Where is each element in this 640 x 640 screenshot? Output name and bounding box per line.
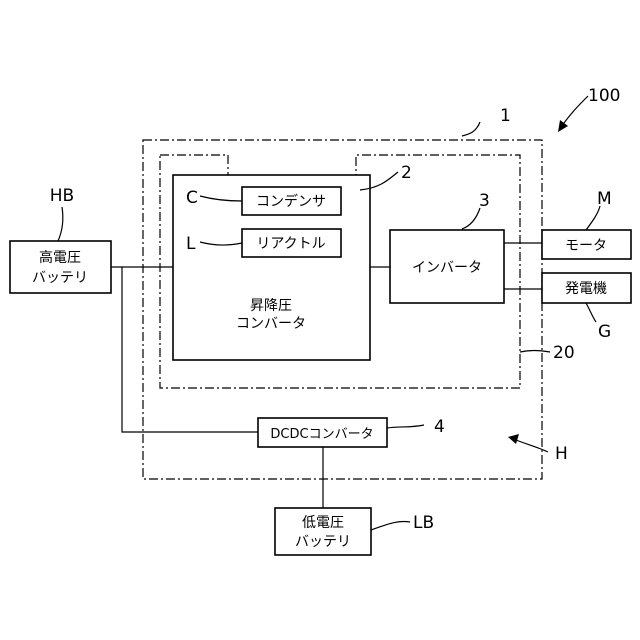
low-voltage-battery-line2: バッテリ (295, 534, 351, 550)
ref-m: M (597, 189, 612, 209)
ref-l: L (186, 234, 196, 254)
reactor-label: リアクトル (256, 236, 325, 252)
boost-converter-line1: 昇降圧 (250, 298, 292, 314)
arrow-100-head (558, 120, 568, 132)
leader-4 (387, 425, 424, 428)
leader-3 (462, 208, 480, 229)
leader-lb (371, 521, 410, 530)
ref-3: 3 (479, 191, 490, 211)
arrow-100-line (562, 96, 588, 126)
ref-c: C (186, 188, 198, 208)
ref-lb: LB (413, 513, 434, 533)
ref-4: 4 (434, 417, 445, 437)
high-voltage-battery-line1: 高電圧 (39, 249, 81, 266)
ref-1: 1 (500, 106, 511, 126)
high-voltage-battery-line2: バッテリ (32, 270, 88, 286)
leader-g (586, 303, 596, 322)
boost-converter-line2: コンバータ (236, 316, 306, 332)
generator-label: 発電機 (565, 281, 607, 297)
dcdc-converter-label: DCDCコンバータ (270, 427, 373, 442)
leader-m (586, 206, 600, 230)
ref-20: 20 (553, 343, 575, 363)
capacitor-label: コンデンサ (256, 193, 326, 210)
ref-2: 2 (401, 163, 412, 183)
arrow-h-line (516, 440, 548, 452)
leader-1 (462, 122, 480, 136)
leader-20 (520, 351, 550, 353)
inverter-label: インバータ (412, 260, 482, 276)
ref-h: H (555, 444, 568, 464)
arrow-h-head (508, 434, 519, 444)
ref-g: G (598, 322, 611, 342)
motor-label: モータ (565, 238, 607, 254)
ref-100: 100 (588, 86, 620, 106)
low-voltage-battery-line1: 低電圧 (302, 515, 344, 531)
leader-hb (58, 207, 63, 241)
ref-hb: HB (50, 186, 74, 206)
